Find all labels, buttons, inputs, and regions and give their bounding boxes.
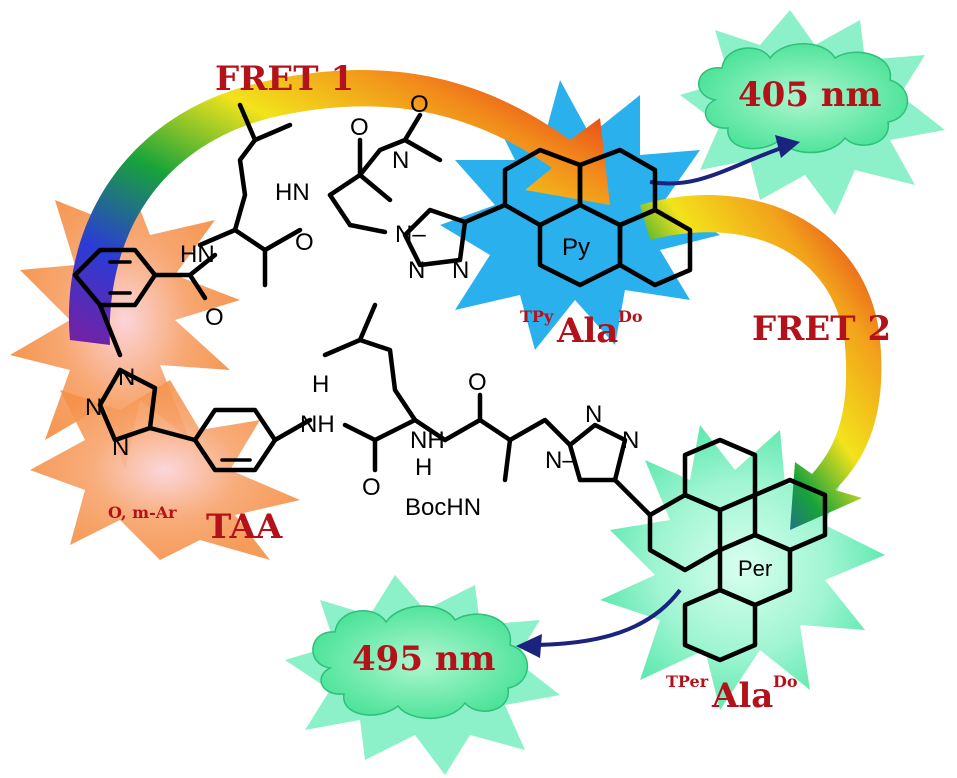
cloud-405 bbox=[698, 43, 909, 154]
perylene-label: Per bbox=[738, 556, 772, 581]
atom-o-lower-1: O bbox=[362, 474, 381, 501]
taa-main: TAA bbox=[206, 507, 283, 547]
fret1-arrow bbox=[68, 70, 610, 345]
emission-495-arrowhead bbox=[516, 634, 542, 658]
atom-h-aryl: H bbox=[312, 371, 329, 398]
tpy-sup-left: TPy bbox=[520, 307, 554, 326]
atom-hn-upper: HN bbox=[275, 179, 310, 206]
pyrene-label: Py bbox=[562, 234, 590, 261]
atom-nh-lower: NH bbox=[410, 427, 445, 454]
fret2-label: FRET 2 bbox=[752, 309, 891, 349]
atom-o-weinreb: O bbox=[410, 91, 429, 118]
tpy-sup-right: Do bbox=[618, 307, 643, 326]
tper-main: Ala bbox=[711, 676, 773, 716]
taa-glow-star-lower bbox=[30, 380, 300, 560]
taa-label: O, m-Ar TAA bbox=[108, 503, 283, 547]
cloud-495 bbox=[312, 605, 529, 720]
atom-n-minus: N– bbox=[545, 447, 576, 474]
atom-n-triazole-r1: N bbox=[585, 401, 602, 428]
atom-h-lower: H bbox=[415, 454, 432, 481]
taa-sup-left: O, m-Ar bbox=[108, 503, 177, 522]
atom-o-upper-2: O bbox=[350, 114, 369, 141]
tper-ala-do-label: TPer Ala Do bbox=[666, 672, 798, 716]
emission-495-label: 495 nm bbox=[352, 639, 496, 679]
atom-n-triazole-2: N bbox=[85, 394, 102, 421]
atom-o-benzamide: O bbox=[205, 304, 224, 331]
atom-n-triazole-1: N bbox=[118, 364, 135, 391]
emission-495-arrow bbox=[527, 588, 682, 647]
atom-n-weinreb: N bbox=[392, 147, 409, 174]
tpy-main: Ala bbox=[556, 311, 618, 351]
atom-nh-aryl: NH bbox=[300, 411, 335, 438]
atom-n-triazole-u2: N bbox=[452, 257, 469, 284]
tpy-ala-do-label: TPy Ala Do bbox=[520, 307, 643, 351]
atom-o-lower-2: O bbox=[468, 369, 487, 396]
atom-hn-left: HN bbox=[180, 241, 215, 268]
emission-405-label: 405 nm bbox=[738, 75, 882, 115]
fret1-label: FRET 1 bbox=[215, 59, 354, 99]
atom-n-triazole-3: N bbox=[112, 434, 129, 461]
tper-sup-right: Do bbox=[773, 672, 798, 691]
atom-o-upper-1: O bbox=[295, 229, 314, 256]
fret2-arrow bbox=[640, 195, 882, 530]
atom-bochn: BocHN bbox=[405, 494, 481, 521]
atom-n-triazole-u1: N bbox=[408, 257, 425, 284]
atom-n-triazole-r2: N bbox=[622, 427, 639, 454]
tper-sup-left: TPer bbox=[666, 672, 709, 691]
atom-n-minus-upper: N– bbox=[395, 221, 426, 248]
molecule-skeleton bbox=[72, 102, 828, 663]
emission-405-arrow bbox=[649, 143, 791, 186]
emission-405-arrowhead bbox=[775, 135, 800, 158]
